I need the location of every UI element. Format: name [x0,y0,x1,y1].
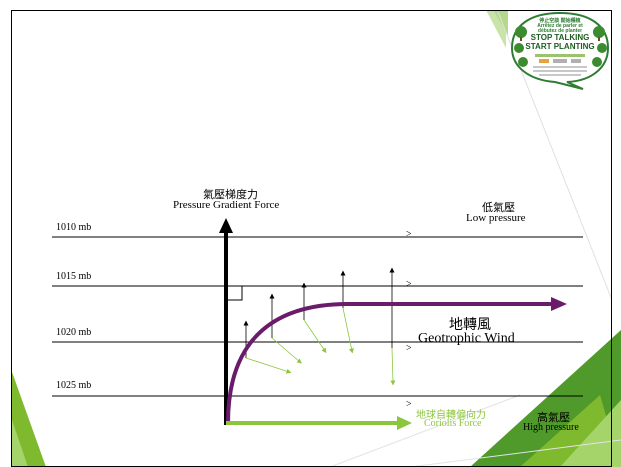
logo-line-zh: 停止空談 開始種植 [539,18,581,24]
logo-line-fr-2: débutez de planter [537,28,583,34]
isobar-1020-label: 1020 mb [56,327,92,338]
isobar-1025-label: 1025 mb [56,380,92,391]
logo-line-stop: STOP TALKING [530,33,590,42]
isobar-1010-label: 1010 mb [56,222,92,233]
coriolis-force-label-zh: 地球自轉偏向力 [416,410,486,421]
coriolis-arrow-5 [390,347,396,386]
pressure-gradient-title-en: Pressure Gradient Force [173,199,280,211]
logo-line-start: START PLANTING [525,42,595,51]
low-pressure-label-en: Low pressure [466,212,526,224]
coriolis-force-label-en: Coriolis Force [424,418,482,429]
coriolis-arrow-1 [245,357,292,374]
coriolis-small-arrows [245,307,396,386]
geostrophic-wind-label-zh: 地轉風 [449,317,491,333]
theme-decoration [12,10,621,467]
right-angle-mark [228,285,243,301]
pgf-small-arrows [243,267,395,358]
isobar-1010-arrow: > [406,229,412,240]
isobar-1015-arrow: > [406,279,412,290]
pressure-gradient-title-zh: 氣壓梯度力 [203,189,258,201]
isobar-1020-arrow: > [406,343,412,354]
geostrophic-wind-arrow-head [551,297,567,311]
high-pressure-label-zh: 高氣壓 [537,412,570,424]
high-pressure-label-en: High pressure [523,422,579,433]
logo-badge: 停止空談 開始種植 Arrêtez de parler et débutez d… [509,10,611,90]
geostrophic-wind-curve [226,302,552,424]
pressure-gradient-arrow-head [219,218,233,233]
isobar-lines [52,236,583,397]
coriolis-arrow-2 [271,337,302,364]
coriolis-arrow-4 [342,307,354,354]
low-pressure-label-zh: 低氣壓 [482,202,515,214]
coriolis-arrow-3 [303,319,327,354]
coriolis-force-arrow-head [397,416,412,430]
isobar-1015-label: 1015 mb [56,271,92,282]
logo-badge-shape [510,11,610,90]
geostrophic-wind-label-en: Geotrophic Wind [418,331,515,346]
isobar-1025-arrow: > [406,399,412,410]
logo-line-fr-1: Arrêtez de parler et [537,23,583,29]
